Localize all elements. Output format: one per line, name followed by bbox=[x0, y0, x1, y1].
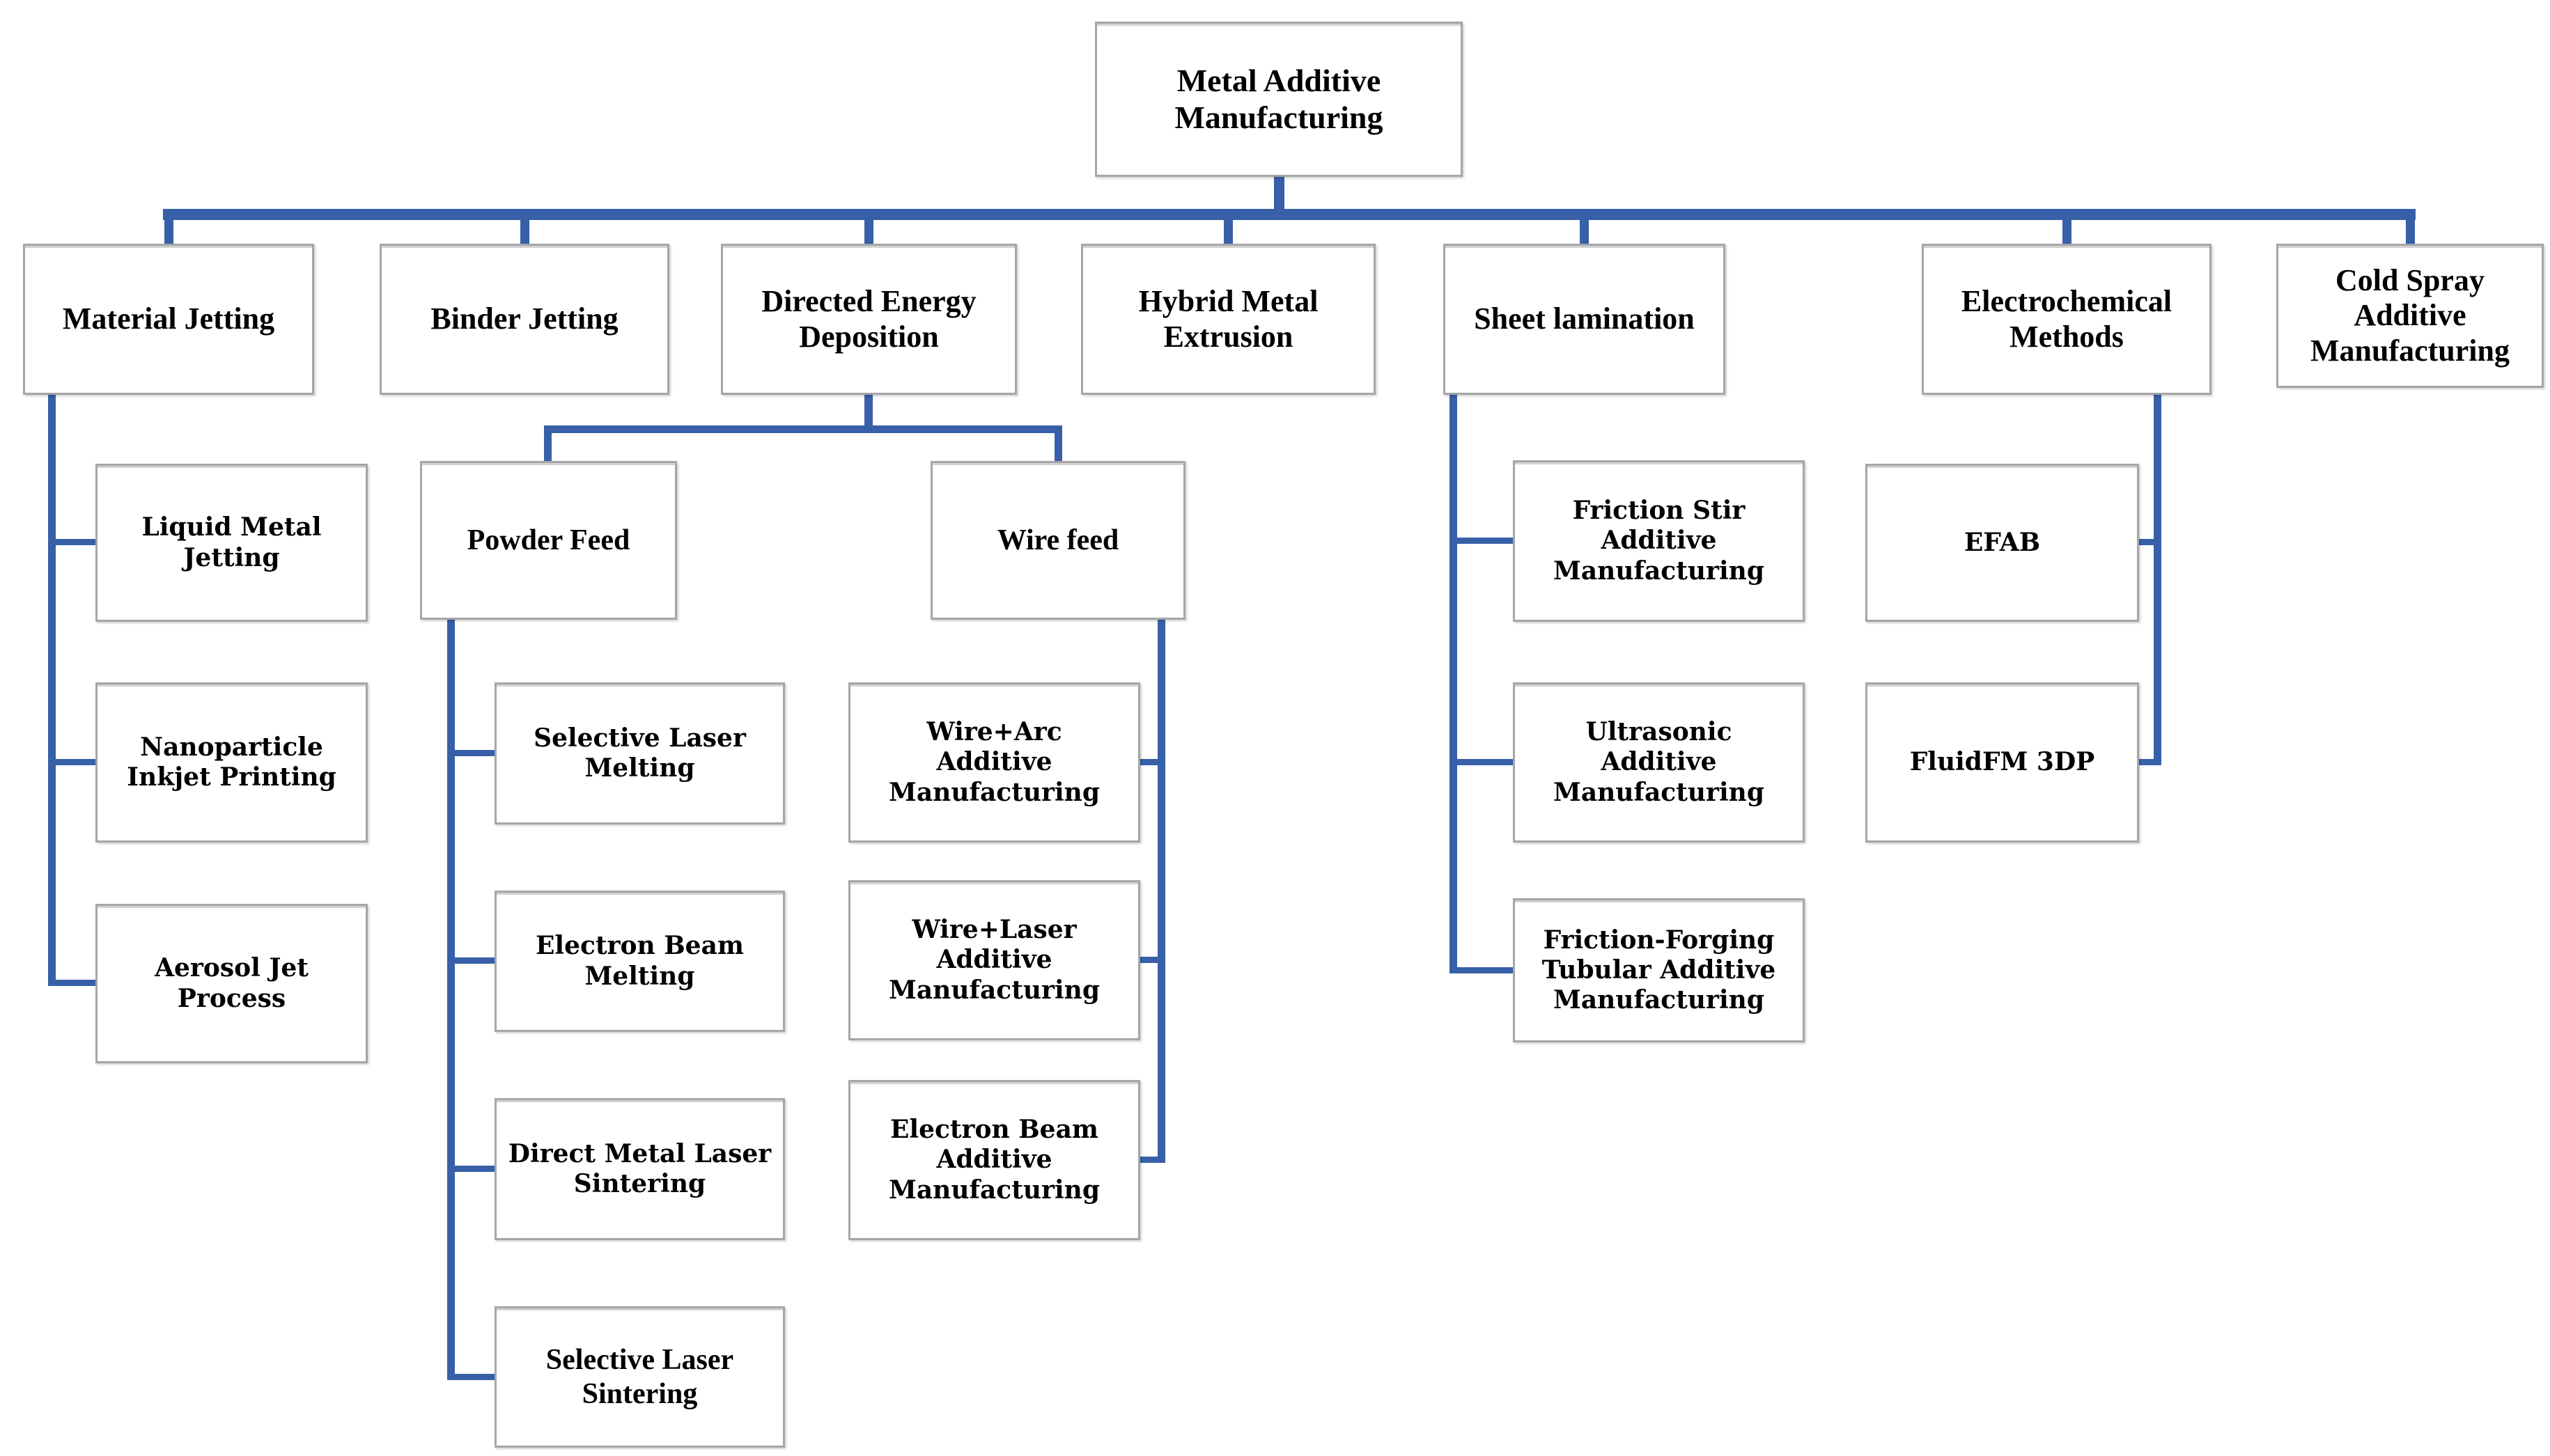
connector-wire-feed-stub-2 bbox=[1138, 957, 1165, 963]
connector-wire-feed-stub-3 bbox=[1138, 1157, 1165, 1163]
connector-drop-electrochemical-methods bbox=[2062, 209, 2071, 245]
connector-wire-feed-drop bbox=[1055, 425, 1062, 464]
node-wire-laser-additive-manufacturing: Wire+Laser Additive Manufacturing bbox=[848, 880, 1140, 1040]
node-efab: EFAB bbox=[1865, 464, 2139, 622]
node-cold-spray-additive-manufacturing: Cold Spray Additive Manufacturing bbox=[2276, 244, 2544, 388]
node-friction-stir-additive-manufacturing: Friction Stir Additive Manufacturing bbox=[1513, 460, 1805, 622]
connector-electrochemical-stub-1 bbox=[2137, 539, 2161, 545]
node-fluidfm-3dp: FluidFM 3DP bbox=[1865, 682, 2139, 843]
connector-material-jetting-vertical bbox=[48, 393, 56, 986]
node-friction-forging-tubular-additive-manufacturing: Friction-Forging Tubular Additive Manufa… bbox=[1513, 898, 1805, 1042]
node-aerosol-jet-process: Aerosol Jet Process bbox=[95, 904, 368, 1063]
connector-sheet-lamination-stub-3 bbox=[1449, 967, 1516, 973]
connector-wire-feed-stub-1 bbox=[1138, 759, 1165, 765]
connector-powder-feed-stub-1 bbox=[447, 750, 497, 756]
connector-powder-feed-vertical bbox=[447, 618, 455, 1380]
node-selective-laser-melting: Selective Laser Melting bbox=[495, 682, 785, 824]
connector-electrochemical-vertical bbox=[2154, 393, 2161, 765]
node-ultrasonic-additive-manufacturing: Ultrasonic Additive Manufacturing bbox=[1513, 682, 1805, 843]
node-material-jetting: Material Jetting bbox=[23, 244, 314, 395]
connector-material-jetting-stub-3 bbox=[48, 980, 97, 986]
connector-root-drop bbox=[1274, 173, 1284, 217]
connector-material-jetting-stub-1 bbox=[48, 539, 97, 545]
connector-powder-feed-stub-2 bbox=[447, 957, 497, 964]
connector-powder-feed-drop bbox=[544, 425, 552, 464]
connector-drop-cold-spray bbox=[2406, 209, 2415, 245]
connector-drop-binder-jetting bbox=[520, 209, 529, 245]
connector-drop-hybrid-metal-extrusion bbox=[1224, 209, 1233, 245]
connector-powder-feed-stub-4 bbox=[447, 1374, 497, 1380]
connector-sheet-lamination-stub-2 bbox=[1449, 759, 1516, 765]
node-direct-metal-laser-sintering: Direct Metal Laser Sintering bbox=[495, 1098, 785, 1240]
node-wire-arc-additive-manufacturing: Wire+Arc Additive Manufacturing bbox=[848, 682, 1140, 843]
connector-material-jetting-stub-2 bbox=[48, 759, 97, 765]
connector-wire-feed-vertical bbox=[1158, 618, 1165, 1163]
node-electron-beam-additive-manufacturing: Electron Beam Additive Manufacturing bbox=[848, 1080, 1140, 1240]
node-directed-energy-deposition: Directed Energy Deposition bbox=[721, 244, 1017, 395]
node-sheet-lamination: Sheet lamination bbox=[1443, 244, 1725, 395]
connector-sheet-lamination-vertical bbox=[1449, 393, 1457, 973]
connector-drop-material-jetting bbox=[164, 209, 173, 245]
node-hybrid-metal-extrusion: Hybrid Metal Extrusion bbox=[1081, 244, 1376, 395]
connector-trunk bbox=[163, 209, 2416, 220]
connector-drop-directed-energy-deposition bbox=[864, 209, 873, 245]
node-liquid-metal-jetting: Liquid Metal Jetting bbox=[95, 464, 368, 622]
connector-drop-sheet-lamination bbox=[1580, 209, 1589, 245]
connector-electrochemical-stub-2 bbox=[2137, 759, 2161, 765]
node-wire-feed: Wire feed bbox=[931, 461, 1185, 620]
node-metal-additive-manufacturing: Metal Additive Manufacturing bbox=[1095, 22, 1463, 177]
node-electron-beam-melting: Electron Beam Melting bbox=[495, 891, 785, 1032]
node-nanoparticle-inkjet-printing: Nanoparticle Inkjet Printing bbox=[95, 682, 368, 843]
node-binder-jetting: Binder Jetting bbox=[380, 244, 669, 395]
node-electrochemical-methods: Electrochemical Methods bbox=[1922, 244, 2211, 395]
connector-ded-drop bbox=[864, 393, 873, 432]
connector-sheet-lamination-stub-1 bbox=[1449, 538, 1516, 544]
connector-powder-feed-stub-3 bbox=[447, 1166, 497, 1172]
connector-ded-horizontal bbox=[544, 425, 1062, 433]
node-powder-feed: Powder Feed bbox=[420, 461, 677, 620]
node-selective-laser-sintering: Selective Laser Sintering bbox=[495, 1306, 785, 1448]
